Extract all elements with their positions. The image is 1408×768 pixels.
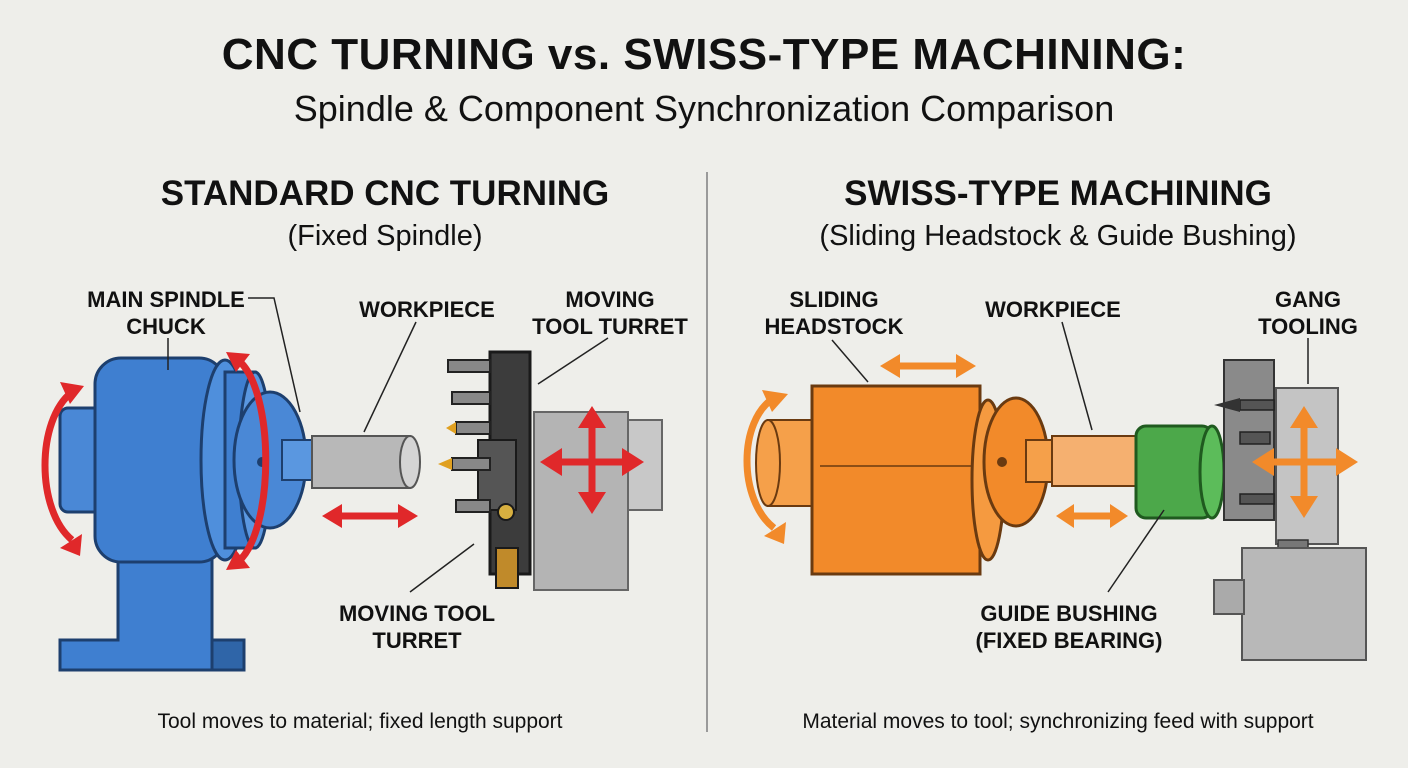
label-workpiece-right: WORKPIECE: [985, 297, 1121, 322]
left-leader-lines: [167, 297, 609, 593]
label-moving-tool-turret-bottom: MOVING TOOL TURRET: [332, 600, 502, 654]
label-main-spindle-chuck: MAIN SPINDLE CHUCK: [76, 286, 256, 340]
guide-bushing: [1134, 424, 1226, 520]
label-line: GUIDE BUSHING: [980, 601, 1158, 626]
label-line: MOVING: [565, 287, 655, 312]
label-gang-tooling: GANG TOOLING: [1248, 286, 1368, 340]
page-title: CNC TURNING vs. SWISS-TYPE MACHINING:: [221, 30, 1187, 79]
label-guide-bushing: GUIDE BUSHING (FIXED BEARING): [966, 600, 1172, 654]
chuck: [232, 390, 317, 530]
tool-turret: [438, 350, 532, 589]
label-line: TURRET: [372, 628, 462, 653]
workpiece-feed-arrow: [322, 504, 418, 528]
headstock-rotation-arrow: [743, 390, 788, 544]
right-leader-lines: [831, 321, 1309, 593]
right-section-subtitle: (Sliding Headstock & Guide Bushing): [819, 220, 1297, 252]
machine-base: [1213, 547, 1367, 661]
label-workpiece-left: WORKPIECE: [359, 297, 495, 322]
workpiece-left: [311, 435, 421, 489]
left-section-subtitle: (Fixed Spindle): [287, 220, 483, 252]
label-moving-tool-turret-top: MOVING TOOL TURRET: [528, 286, 692, 340]
spindle-rotation-arrows: [41, 357, 270, 565]
label-line: GANG: [1275, 287, 1341, 312]
left-section-title: STANDARD CNC TURNING: [160, 174, 610, 213]
feed-arrow-orange: [1056, 504, 1128, 528]
swiss-chuck: [982, 396, 1057, 528]
right-section-title: SWISS-TYPE MACHINING: [844, 174, 1272, 213]
right-caption: Material moves to tool; synchronizing fe…: [802, 710, 1314, 733]
turret-carriage: [533, 411, 663, 591]
left-diagram: [41, 297, 663, 672]
sliding-headstock: [810, 384, 1006, 576]
label-line: TOOL TURRET: [532, 314, 688, 339]
label-line: MAIN SPINDLE: [87, 287, 245, 312]
headstock-slide-arrow: [880, 354, 976, 378]
workpiece-right: [1051, 435, 1139, 487]
label-line: SLIDING: [789, 287, 879, 312]
label-line: HEADSTOCK: [764, 314, 904, 339]
right-diagram: [743, 321, 1367, 661]
label-line: (FIXED BEARING): [975, 628, 1163, 653]
rotation-arrowheads: [60, 352, 250, 570]
label-line: MOVING TOOL: [338, 601, 496, 626]
label-line: CHUCK: [126, 314, 206, 339]
gang-tooling-block: [1214, 359, 1339, 555]
page-subtitle: Spindle & Component Synchronization Comp…: [293, 88, 1115, 129]
gang-tooling-arrows: [1252, 406, 1358, 518]
center-divider: [706, 172, 708, 732]
turret-motion-arrows: [540, 406, 644, 514]
label-line: TOOLING: [1258, 314, 1358, 339]
label-sliding-headstock: SLIDING HEADSTOCK: [756, 286, 912, 340]
left-caption: Tool moves to material; fixed length sup…: [157, 710, 563, 733]
